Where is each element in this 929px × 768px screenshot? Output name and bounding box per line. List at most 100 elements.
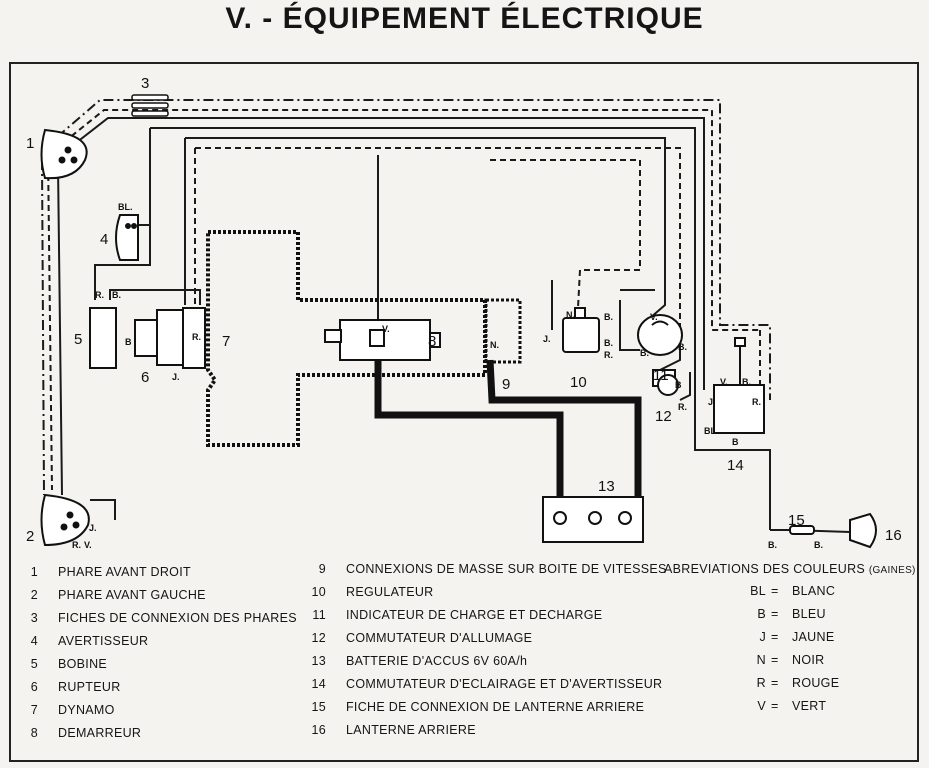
left-solid <box>57 164 63 496</box>
num-5: 5 <box>74 331 82 348</box>
abbreviation-code: V <box>757 699 766 713</box>
legend-item-number: 16 <box>311 723 326 737</box>
fiche-lanterne <box>789 525 815 535</box>
abbreviation-code: J <box>759 630 766 644</box>
engine-block <box>206 230 487 447</box>
harness-dashdot <box>41 99 771 400</box>
lbl-fiche-b1: B. <box>768 540 777 550</box>
lbl-bobine-b: B. <box>112 290 121 300</box>
switch-wire-1 <box>659 340 681 371</box>
legend-item-number: 2 <box>30 588 38 602</box>
lbl-allum-r: R. <box>678 402 687 412</box>
connexions-masse <box>484 298 522 364</box>
lbl-reg-n: N. <box>566 310 575 320</box>
left-dashdot <box>41 159 45 496</box>
legend-item-number: 9 <box>318 562 326 576</box>
abbreviation-name: NOIR <box>792 653 825 667</box>
abbreviation-name: ROUGE <box>792 676 840 690</box>
lbl-avertisseur: BL. <box>118 202 133 212</box>
num-12: 12 <box>655 408 672 425</box>
legend-item-text: RUPTEUR <box>58 680 121 694</box>
legend-item-text: DYNAMO <box>58 703 115 717</box>
abbreviation-name: VERT <box>792 699 827 713</box>
num-11: 11 <box>653 367 669 384</box>
lbl-ecl-bl: BL <box>704 426 716 436</box>
num-13: 13 <box>598 478 615 495</box>
legend-item-number: 10 <box>311 585 326 599</box>
lbl-ecl-r: R. <box>752 397 761 407</box>
lbl-demarreur-v: V. <box>382 324 390 334</box>
legend-item-number: 5 <box>30 657 38 671</box>
num-15: 15 <box>788 512 805 529</box>
legend-item-text: REGULATEUR <box>346 585 434 599</box>
lbl-dynamo-r: R. <box>192 332 201 342</box>
commutateur-allumage <box>657 374 679 396</box>
num-4: 4 <box>100 231 108 248</box>
legend-item-text: DEMARREUR <box>58 726 142 740</box>
lbl-fiche-b2: B. <box>814 540 823 550</box>
abbreviation-name: BLEU <box>792 607 826 621</box>
legend-item-text: INDICATEUR DE CHARGE ET DECHARGE <box>346 608 603 622</box>
abbreviation-code: N <box>756 653 766 667</box>
lbl-ecl-j: J <box>708 397 713 407</box>
abbreviation-equals: = <box>771 653 779 667</box>
harness-solid-2 <box>150 127 696 392</box>
abbreviation-code: BL <box>750 584 766 598</box>
lbl-ph2-j: J. <box>89 523 97 533</box>
rupteur <box>134 309 184 366</box>
bobine <box>89 307 117 369</box>
commutateur-eclairage <box>713 337 765 434</box>
lbl-masse-n: N. <box>490 340 499 350</box>
harness-dashed-2 <box>195 147 681 340</box>
legend-item-text: BATTERIE D'ACCUS 6V 60A/h <box>346 654 528 668</box>
lbl-dynamo-j: J. <box>172 372 180 382</box>
switch-wire-3 <box>694 392 771 530</box>
phare2-wire <box>90 499 116 520</box>
phare-avant-gauche <box>40 493 90 547</box>
num-14: 14 <box>727 457 744 474</box>
lbl-reg-b2: B. <box>604 338 613 348</box>
lbl-allum-b: B <box>675 380 682 390</box>
dynamo <box>182 307 206 369</box>
lanterne-arriere <box>849 512 877 549</box>
switch-wire-2 <box>679 372 691 401</box>
abbreviation-equals: = <box>771 676 779 690</box>
regulateur <box>562 307 600 353</box>
abbreviation-equals: = <box>771 584 779 598</box>
lbl-ind-b1: B. <box>640 348 649 358</box>
fiches-connexion-phares <box>131 94 169 117</box>
num-1: 1 <box>26 135 34 152</box>
legend-item-text: BOBINE <box>58 657 108 671</box>
abbreviation-equals: = <box>771 699 779 713</box>
legend-item-number: 7 <box>30 703 38 717</box>
legend-item-number: 13 <box>311 654 326 668</box>
num-6: 6 <box>141 369 149 386</box>
legend-item-text: COMMUTATEUR D'ECLAIRAGE ET D'AVERTISSEUR <box>346 677 663 691</box>
lbl-ecl-b: B. <box>742 377 751 387</box>
abbreviation-code: B <box>757 607 766 621</box>
abbreviations-title: ABREVIATIONS DES COULEURS (GAINES) <box>664 562 916 576</box>
num-2: 2 <box>26 528 34 545</box>
legend-item-text: FICHE DE CONNEXION DE LANTERNE ARRIERE <box>346 700 645 714</box>
abbreviation-equals: = <box>771 607 779 621</box>
legend-item-text: COMMUTATEUR D'ALLUMAGE <box>346 631 533 645</box>
bobine-wire <box>109 289 201 305</box>
lbl-ph2-r: R. <box>72 540 81 550</box>
batterie <box>542 496 644 543</box>
legend-item-number: 12 <box>311 631 326 645</box>
abbreviation-name: JAUNE <box>792 630 835 644</box>
legend-item-text: PHARE AVANT DROIT <box>58 565 191 579</box>
abbreviation-code: R <box>756 676 766 690</box>
legend-item-number: 14 <box>311 677 326 691</box>
num-7: 7 <box>222 333 230 350</box>
num-9: 9 <box>502 376 510 393</box>
page-title: V. - ÉQUIPEMENT ÉLECTRIQUE <box>225 2 704 35</box>
legend-item-text: FICHES DE CONNEXION DES PHARES <box>58 611 297 625</box>
legend-item-number: 1 <box>30 565 38 579</box>
avertisseur <box>115 214 139 261</box>
num-8: 8 <box>428 333 436 350</box>
lbl-reg-b1: B. <box>604 312 613 322</box>
abbreviations-note: (GAINES) <box>868 565 916 576</box>
